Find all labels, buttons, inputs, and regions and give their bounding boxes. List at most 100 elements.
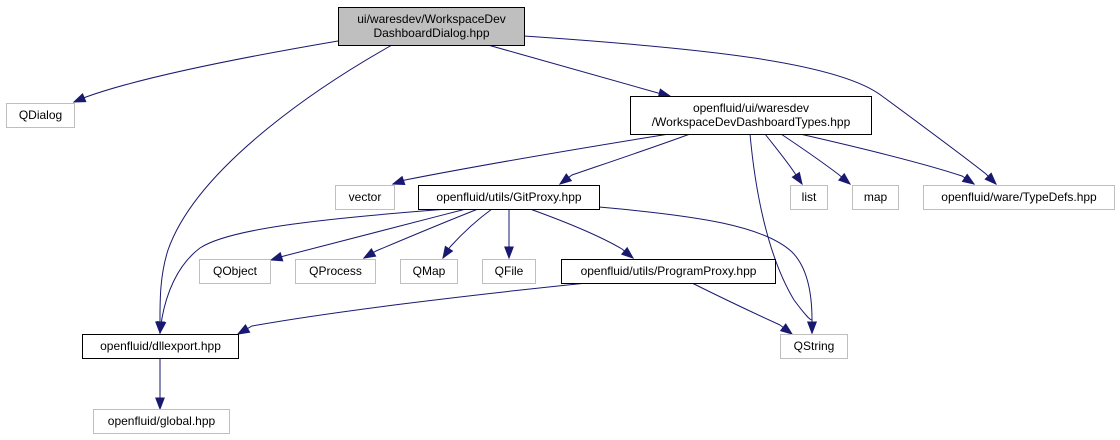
node-label: openfluid/ui/waresdev: [693, 101, 809, 115]
arrowhead-icon: [156, 320, 167, 335]
edge-line: [159, 208, 449, 334]
arrowhead-icon: [155, 397, 165, 411]
node-qdialog: QDialog: [6, 103, 75, 128]
edge-root-to-qdialog: [72, 40, 339, 103]
node-label: QObject: [213, 264, 258, 278]
edge-line: [799, 133, 975, 185]
edge-line: [487, 44, 671, 97]
node-label: openfluid/utils/ProgramProxy.hpp: [581, 264, 757, 278]
node-box: [561, 259, 776, 284]
node-gitproxy[interactable]: openfluid/utils/GitProxy.hpp: [418, 185, 600, 210]
edge-types-to-map: [780, 133, 852, 185]
node-box: [400, 259, 458, 284]
edge-dllexport-to-global: [155, 358, 165, 411]
node-box: [482, 259, 536, 284]
node-box: [780, 334, 848, 359]
node-label: list: [802, 190, 817, 204]
file-nodes: ui/waresdev/WorkspaceDevDashboardDialog.…: [6, 7, 1115, 434]
node-box: [335, 185, 395, 210]
edge-line: [780, 133, 851, 185]
edge-root-to-types: [487, 44, 672, 98]
node-types[interactable]: openfluid/ui/waresdev/WorkspaceDevDashbo…: [630, 96, 872, 135]
arrowhead-icon: [961, 173, 976, 185]
edge-types-to-list: [764, 133, 803, 186]
arrowhead-icon: [984, 172, 997, 185]
node-box: [630, 96, 872, 135]
edge-gitproxy-to-qfile: [504, 209, 514, 260]
arrowhead-icon: [791, 171, 803, 186]
edge-line: [442, 208, 493, 259]
arrowhead-icon: [362, 247, 377, 259]
edge-types-to-gitproxy: [558, 133, 691, 185]
node-qfile: QFile: [482, 259, 536, 284]
edge-line: [559, 133, 691, 185]
arrowhead-icon: [391, 175, 406, 186]
edge-line: [691, 282, 793, 335]
node-qprocess: QProcess: [295, 259, 376, 284]
edge-line: [270, 208, 467, 261]
edge-line: [764, 133, 803, 185]
edge-line: [237, 282, 588, 335]
edge-line: [392, 133, 670, 185]
node-box: [82, 334, 239, 359]
edge-line: [598, 206, 813, 333]
edge-gitproxy-to-dllexport: [156, 208, 449, 335]
node-qobject: QObject: [199, 259, 271, 284]
node-typedefs: openfluid/ware/TypeDefs.hpp: [923, 185, 1115, 210]
node-label: ui/waresdev/WorkspaceDev: [357, 12, 506, 26]
node-box: [418, 185, 600, 210]
node-box: [852, 185, 899, 210]
edge-line: [523, 35, 997, 185]
node-box: [923, 185, 1115, 210]
node-label: /WorkspaceDevDashboardTypes.hpp: [652, 115, 851, 129]
node-label: openfluid/dllexport.hpp: [100, 339, 221, 353]
node-box: [790, 185, 828, 210]
node-programproxy[interactable]: openfluid/utils/ProgramProxy.hpp: [561, 259, 776, 284]
arrowhead-icon: [807, 321, 817, 335]
node-label: openfluid/utils/GitProxy.hpp: [436, 190, 582, 204]
node-global: openfluid/global.hpp: [93, 409, 230, 434]
edge-programproxy-to-dllexport: [236, 282, 588, 335]
node-label: map: [864, 190, 888, 204]
edge-gitproxy-to-programproxy: [529, 208, 635, 259]
edge-gitproxy-to-qprocess: [362, 208, 479, 259]
node-box: [93, 409, 230, 434]
node-box: [338, 7, 525, 46]
node-label: QFile: [495, 264, 524, 278]
node-box: [295, 259, 376, 284]
node-vector: vector: [335, 185, 395, 210]
edge-line: [749, 133, 813, 333]
edge-line: [529, 208, 634, 259]
node-qmap: QMap: [400, 259, 458, 284]
node-qstring: QString: [780, 334, 848, 359]
edge-gitproxy-to-qmap: [442, 208, 493, 260]
node-label: QDialog: [19, 108, 62, 122]
node-label: QMap: [413, 264, 446, 278]
edge-line: [159, 44, 393, 333]
node-label: DashboardDialog.hpp: [373, 26, 489, 40]
arrowhead-icon: [72, 93, 87, 103]
arrowhead-icon: [779, 323, 794, 335]
edge-line: [73, 40, 339, 103]
edge-gitproxy-to-qstring: [598, 206, 817, 335]
node-label: QString: [794, 339, 835, 353]
node-box: [6, 103, 75, 128]
node-list: list: [790, 185, 828, 210]
node-label: openfluid/ware/TypeDefs.hpp: [941, 190, 1097, 204]
arrowhead-icon: [838, 172, 852, 185]
edge-root-to-typedefs: [523, 35, 997, 185]
node-root[interactable]: ui/waresdev/WorkspaceDevDashboardDialog.…: [338, 7, 525, 46]
edge-line: [363, 208, 479, 259]
arrowhead-icon: [558, 173, 573, 185]
node-map: map: [852, 185, 899, 210]
edge-programproxy-to-qstring: [691, 282, 794, 335]
edge-types-to-vector: [391, 133, 670, 186]
node-dllexport[interactable]: openfluid/dllexport.hpp: [82, 334, 239, 359]
arrowhead-icon: [269, 251, 284, 262]
node-box: [199, 259, 271, 284]
node-label: vector: [349, 190, 382, 204]
edge-gitproxy-to-qobject: [269, 208, 467, 262]
arrowhead-icon: [236, 324, 251, 335]
arrowhead-icon: [504, 246, 514, 260]
